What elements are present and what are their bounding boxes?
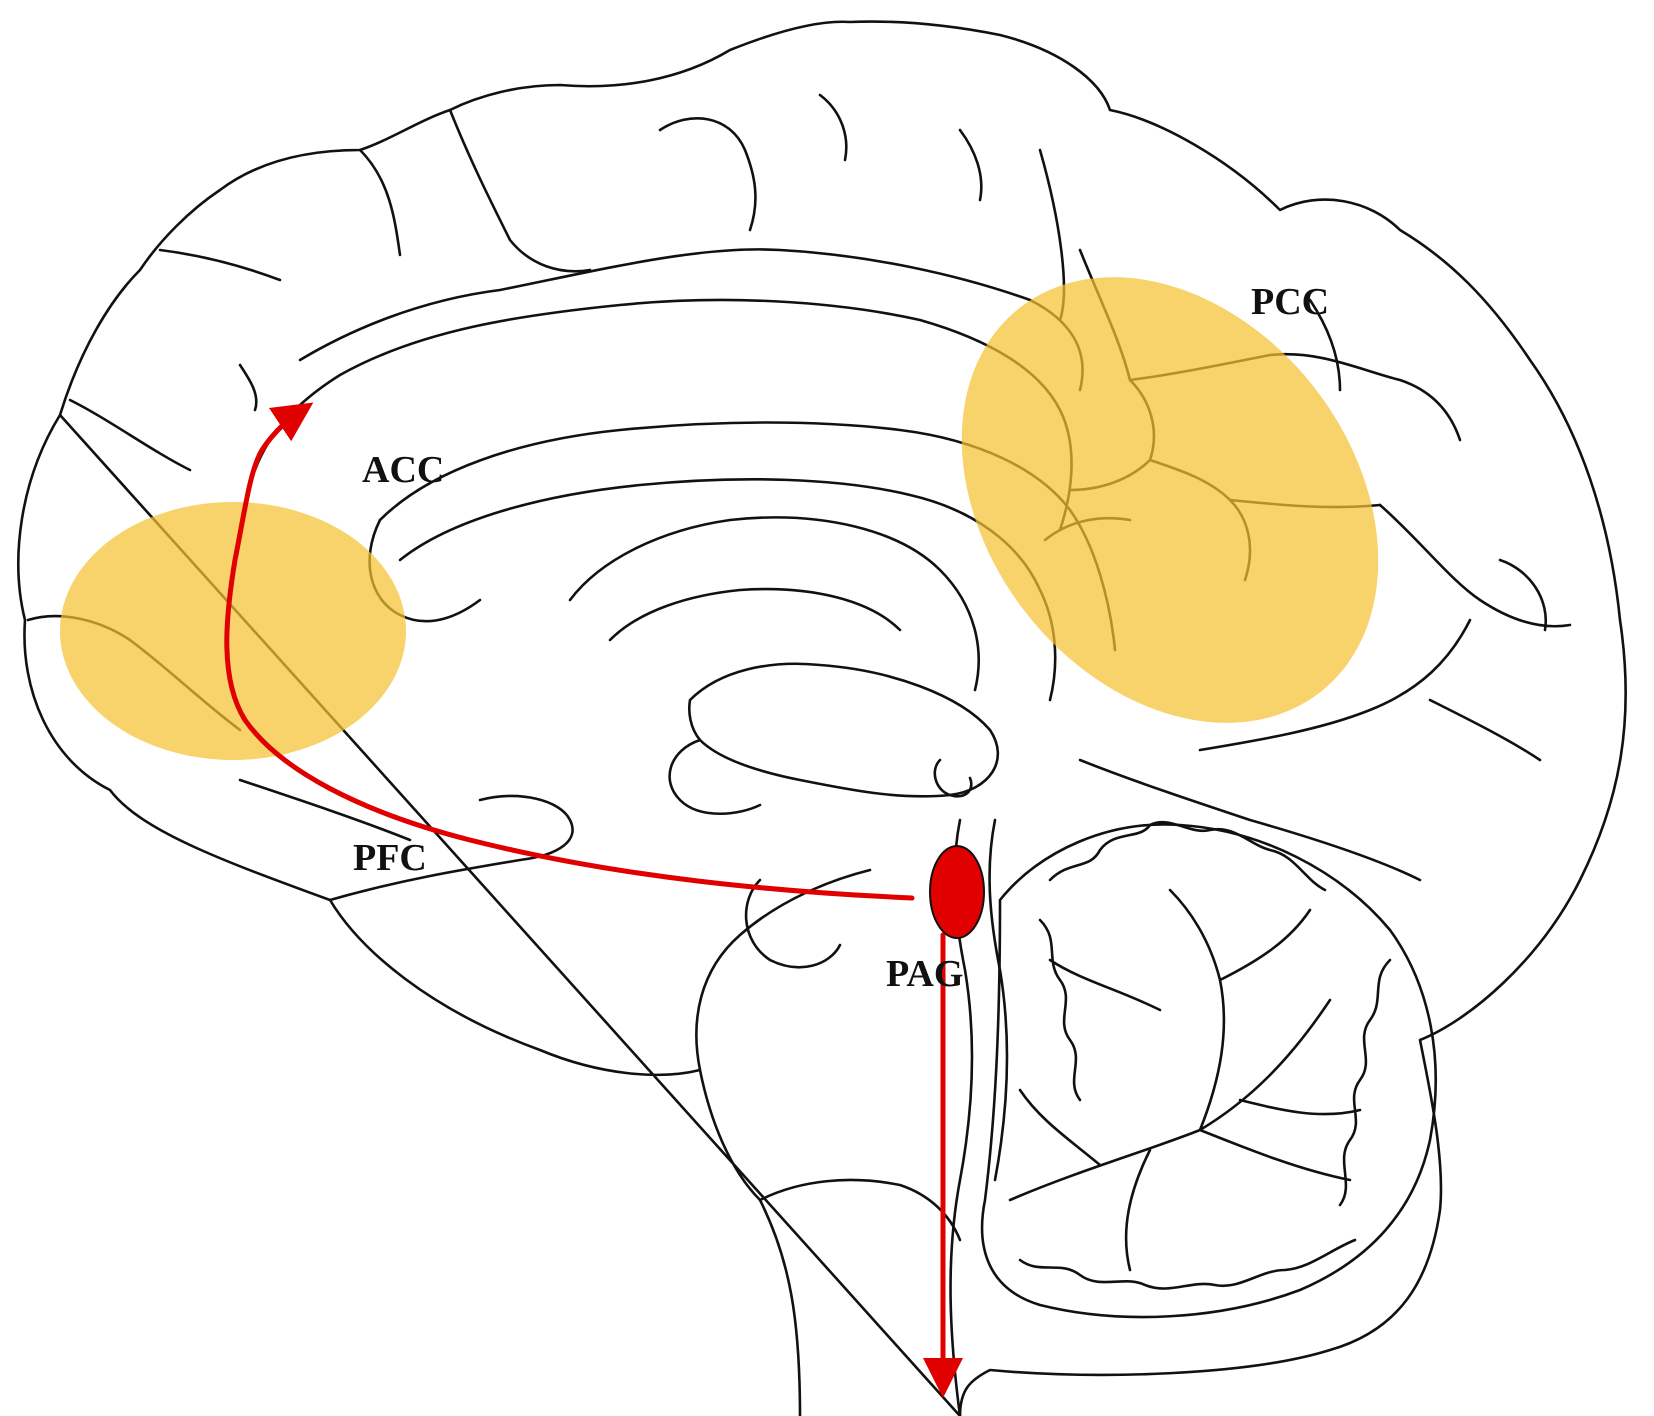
third-ventricle xyxy=(668,738,762,816)
mammillary xyxy=(933,758,973,798)
thalamus-outline xyxy=(688,662,1000,798)
cingulate-gyrus-outer xyxy=(253,298,1073,532)
pfc-label: PFC xyxy=(353,837,427,879)
acc-label: ACC xyxy=(362,449,444,491)
upper-gyrus-1 xyxy=(358,148,402,257)
cerebellum-arbor-5 xyxy=(1238,1098,1362,1116)
pag-label: PAG xyxy=(886,953,963,995)
cerebellum-folia-bottom xyxy=(1018,1238,1357,1290)
occipital-gyrus-1 xyxy=(1498,558,1548,632)
upper-gyrus-5 xyxy=(958,128,983,202)
cerebellum-folia-top xyxy=(1048,820,1327,892)
pag-nucleus xyxy=(929,845,985,939)
fornix-arc xyxy=(568,516,980,692)
cerebellum-arbor-7 xyxy=(1048,958,1162,1012)
pons xyxy=(758,1178,962,1242)
parieto-occipital-sulcus xyxy=(1378,503,1572,628)
cerebellum-folia-right xyxy=(1338,958,1392,1207)
cerebellum-arbor-6 xyxy=(1218,908,1312,982)
pcc-sulcus-7 xyxy=(1308,298,1342,392)
cerebellum-outline xyxy=(980,823,1438,1319)
occipital-gyrus-2 xyxy=(1428,698,1542,762)
uncus xyxy=(744,878,842,969)
upper-gyrus-3 xyxy=(658,117,757,232)
cerebellum-arbor-main xyxy=(1008,998,1332,1202)
upper-gyrus-4 xyxy=(818,93,848,162)
pfc-highlight-region xyxy=(60,502,406,760)
brainstem-front xyxy=(695,868,872,1072)
lingual-gyrus xyxy=(1078,758,1422,882)
cerebellum-arbor-2 xyxy=(1198,1128,1352,1182)
temporal-lower-boundary xyxy=(328,794,574,902)
cerebellum-arbor-4 xyxy=(1018,1088,1102,1167)
cingulate-sulcus xyxy=(298,248,1084,392)
pcc-sulcus-6 xyxy=(1268,352,1462,442)
calcarine-sulcus xyxy=(1198,618,1472,752)
cortex-outer-boundary xyxy=(17,20,1627,1416)
cerebellum-folia-left xyxy=(1038,918,1082,1102)
frontal-gyrus-2 xyxy=(68,398,192,472)
temporal-gyrus-1 xyxy=(238,778,412,842)
pcc-highlight-region xyxy=(961,277,1379,723)
frontal-gyrus-1 xyxy=(158,248,282,282)
pcc-label: PCC xyxy=(1251,281,1329,323)
cerebellum-arbor-3 xyxy=(1124,1148,1152,1272)
fornix-inner xyxy=(608,587,902,642)
cerebellum-arbor-1 xyxy=(1168,888,1226,1132)
frontal-sulcus-vertical xyxy=(238,363,258,412)
pathway-arrow-pag-to-acc xyxy=(224,402,915,901)
upper-gyrus-2 xyxy=(448,108,592,273)
